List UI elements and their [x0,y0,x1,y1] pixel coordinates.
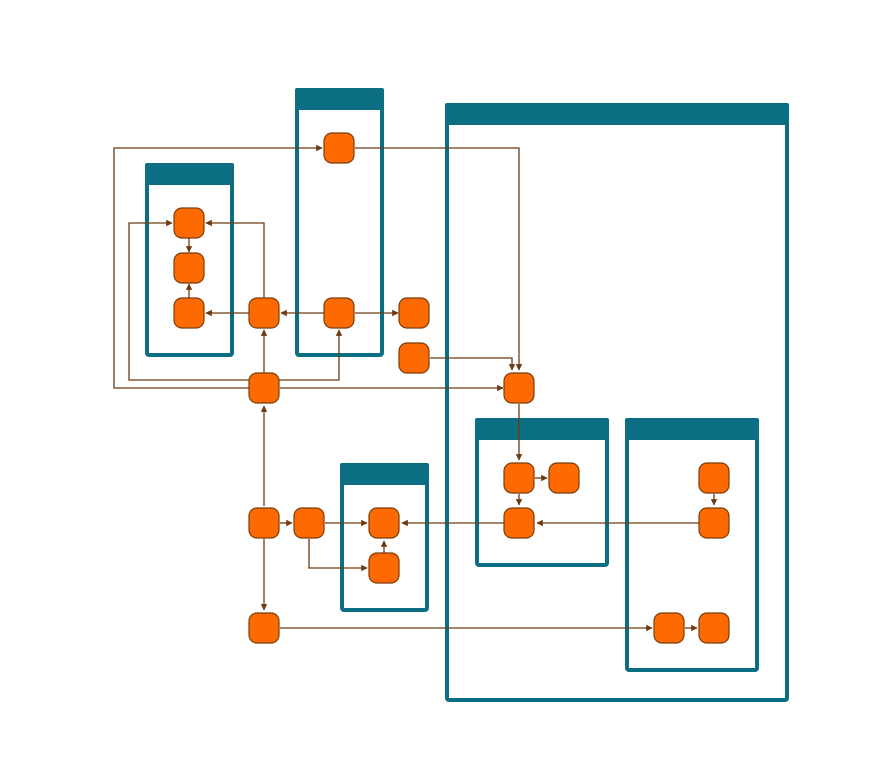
group-inner-left-header [475,418,609,440]
node[interactable] [293,507,325,539]
node[interactable] [248,612,280,644]
node[interactable] [503,462,535,494]
node[interactable] [248,372,280,404]
node[interactable] [503,372,535,404]
node[interactable] [548,462,580,494]
group-inner-right [625,418,759,672]
node[interactable] [368,507,400,539]
edge [113,144,323,389]
edge [430,357,516,371]
node[interactable] [368,552,400,584]
node[interactable] [698,612,730,644]
group-bottom-center-header [340,463,429,485]
node[interactable] [173,207,205,239]
edge [205,219,265,298]
node[interactable] [698,462,730,494]
edges [113,144,718,632]
edge [355,147,523,371]
edge [308,539,368,572]
edge [264,329,343,381]
group-left-header [145,163,234,185]
group-big-right-header [445,103,789,125]
node[interactable] [173,252,205,284]
node[interactable] [248,297,280,329]
node[interactable] [503,507,535,539]
node[interactable] [323,132,355,164]
group-top-center-header [295,88,384,110]
node[interactable] [398,342,430,374]
node[interactable] [698,507,730,539]
nodes [173,132,730,644]
node[interactable] [398,297,430,329]
group-inner-right-header [625,418,759,440]
node[interactable] [323,297,355,329]
node[interactable] [653,612,685,644]
node[interactable] [173,297,205,329]
group-inner-left [475,418,609,567]
group-top-center [295,88,384,357]
node[interactable] [248,507,280,539]
